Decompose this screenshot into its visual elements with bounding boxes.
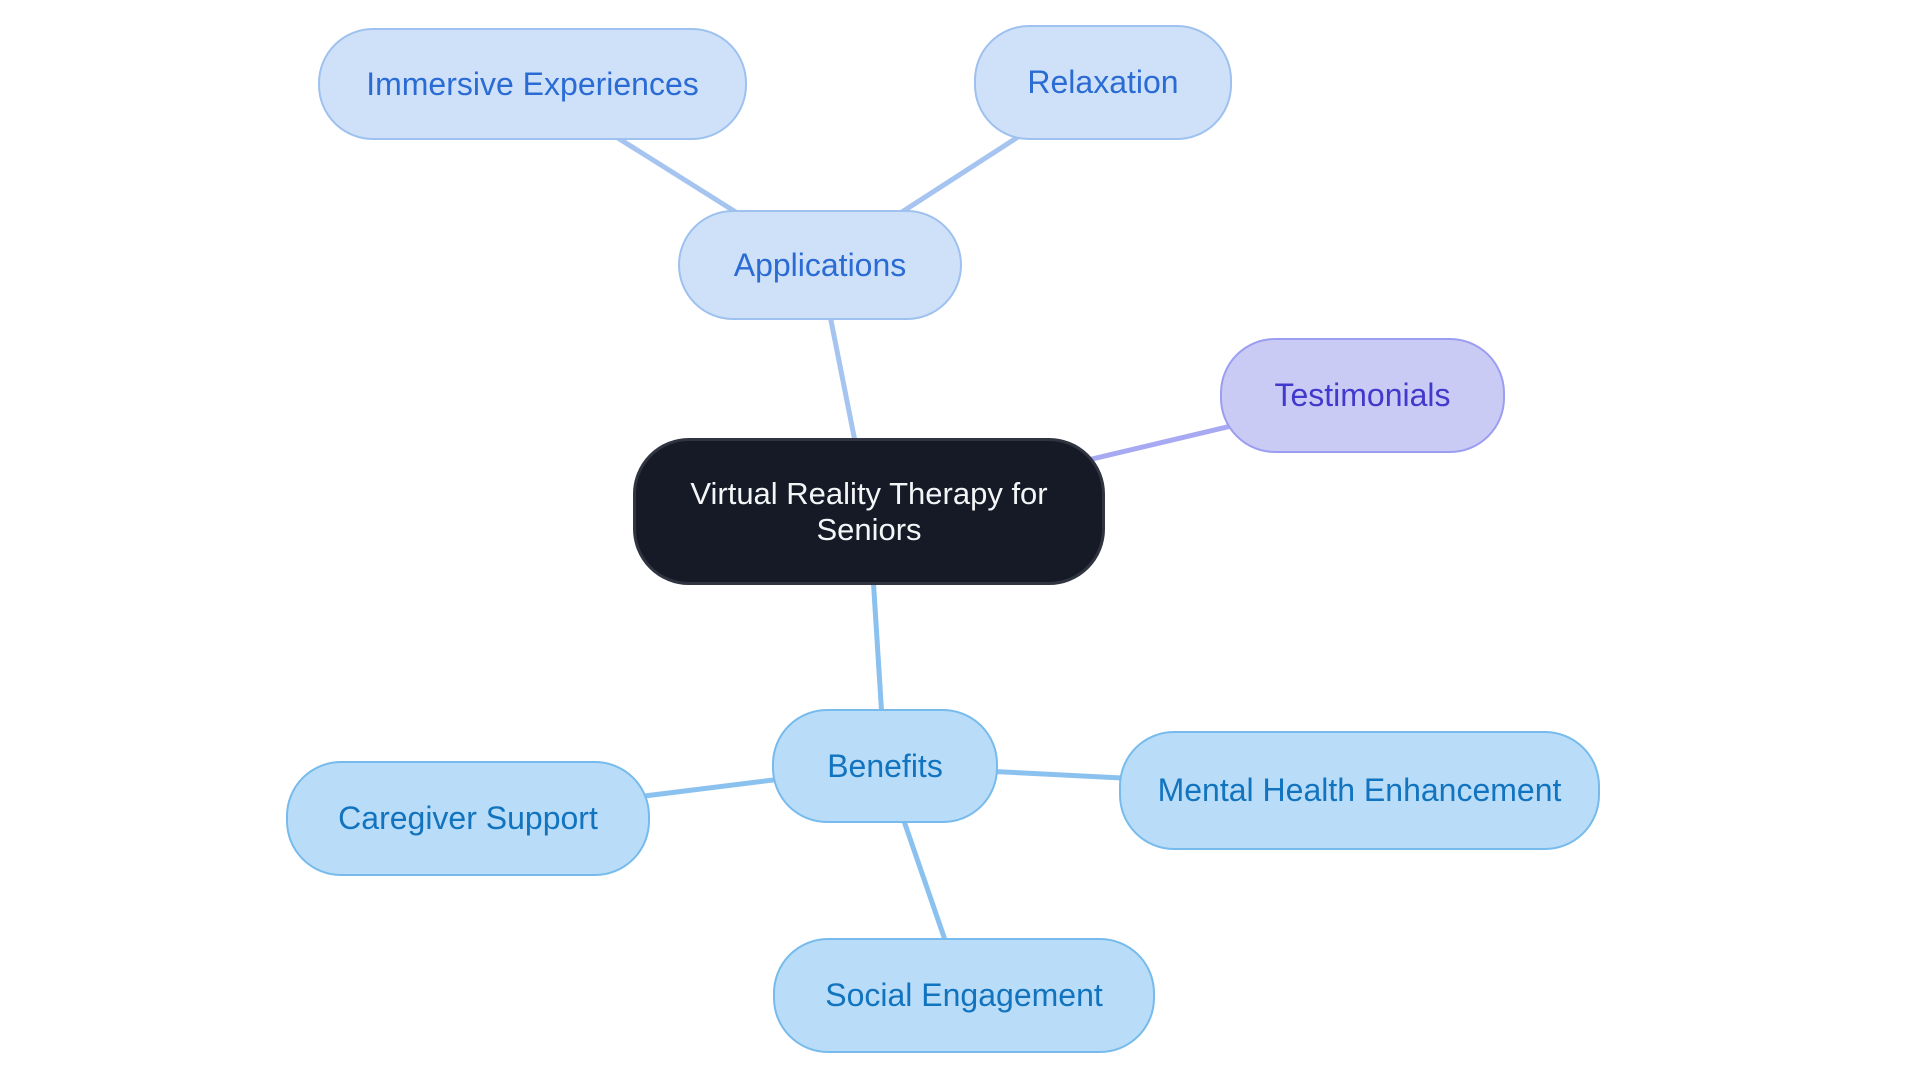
node-immersive-experiences[interactable]: Immersive Experiences bbox=[318, 28, 747, 140]
node-social-engagement-label: Social Engagement bbox=[825, 977, 1103, 1014]
node-relaxation[interactable]: Relaxation bbox=[974, 25, 1232, 140]
node-benefits-label: Benefits bbox=[827, 747, 943, 784]
node-mental-health-enhancement[interactable]: Mental Health Enhancement bbox=[1119, 731, 1600, 850]
node-mental-health-enhancement-label: Mental Health Enhancement bbox=[1157, 772, 1562, 809]
node-testimonials[interactable]: Testimonials bbox=[1220, 338, 1505, 453]
node-central-root[interactable]: Virtual Reality Therapy for Seniors bbox=[633, 438, 1105, 585]
node-caregiver-support-label: Caregiver Support bbox=[338, 800, 598, 837]
node-central-root-label: Virtual Reality Therapy for Seniors bbox=[690, 475, 1048, 547]
node-testimonials-label: Testimonials bbox=[1274, 377, 1451, 414]
node-benefits[interactable]: Benefits bbox=[772, 709, 998, 823]
node-social-engagement[interactable]: Social Engagement bbox=[773, 938, 1155, 1053]
node-applications-label: Applications bbox=[733, 246, 907, 283]
node-applications[interactable]: Applications bbox=[678, 210, 962, 320]
node-relaxation-label: Relaxation bbox=[1027, 64, 1179, 101]
node-immersive-experiences-label: Immersive Experiences bbox=[366, 65, 699, 102]
node-caregiver-support[interactable]: Caregiver Support bbox=[286, 761, 650, 876]
